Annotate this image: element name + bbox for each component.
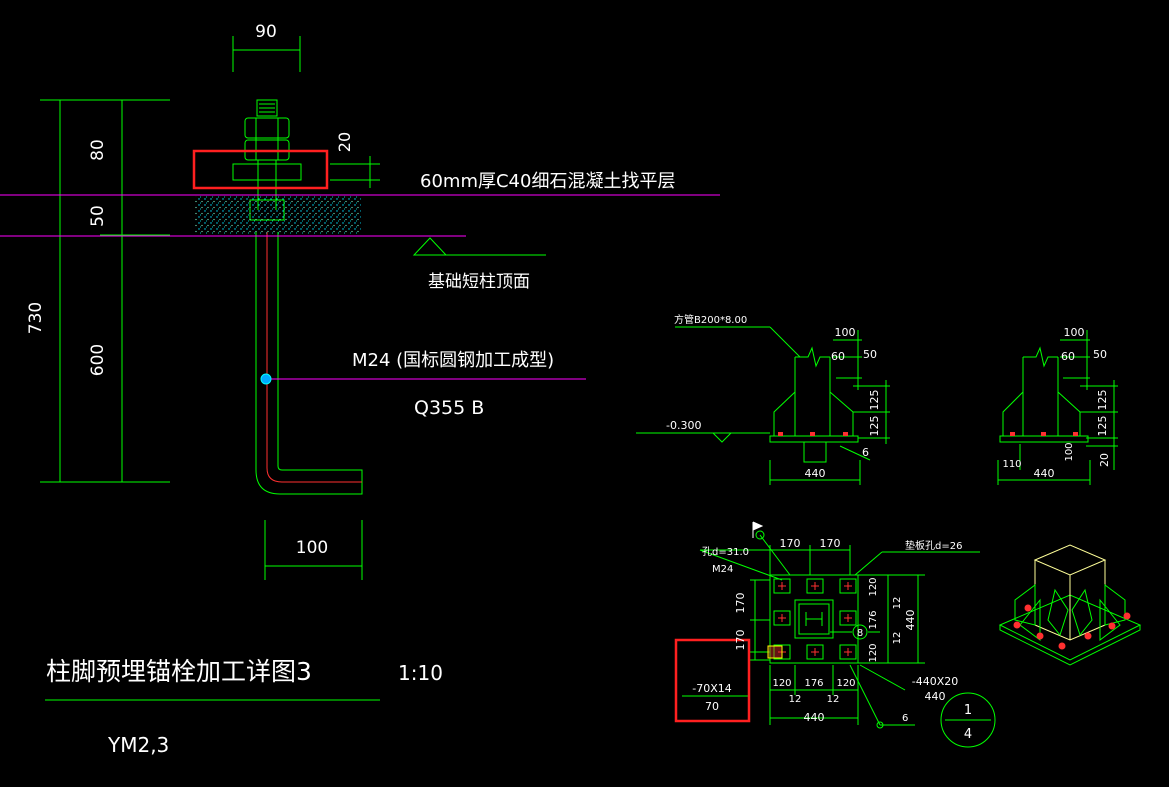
dim-hook-width: 100 (296, 538, 328, 558)
anchor-nuts-a (778, 432, 848, 436)
plan-right-12b: 12 (892, 632, 903, 645)
plan-plate: -440X20 (912, 675, 959, 688)
plan-right-440: 440 (904, 610, 917, 631)
elev-a-dim-50: 50 (863, 348, 877, 361)
plan-bot-12a: 12 (789, 694, 802, 705)
plan-right-176: 176 (868, 610, 879, 629)
plan-bot-120a: 120 (772, 678, 791, 689)
elev-b-dim-60: 60 (1061, 350, 1075, 363)
drawing-title: 柱脚预埋锚栓加工详图3 (46, 657, 312, 686)
plan-right-12a: 12 (892, 597, 903, 610)
drawing-scale: 1:10 (398, 661, 443, 685)
plan-bot-440: 440 (804, 711, 825, 724)
dim-seg-top: 80 (88, 139, 108, 161)
dim-gap-right: 20 (335, 132, 354, 152)
section-number-bottom: 4 (964, 727, 972, 742)
dim-seg-bottom: 600 (88, 344, 108, 376)
plan-right-120a: 120 (868, 577, 879, 596)
plan-stiffener: -70X14 (692, 682, 732, 695)
column-base-elevation-a (636, 326, 890, 485)
plan-bot-120b: 120 (836, 678, 855, 689)
plan-left-170b: 170 (734, 630, 747, 651)
plan-plate-width: 440 (925, 690, 946, 703)
bolt-marker-icon (260, 373, 272, 385)
grout-layer-fill (195, 196, 361, 234)
plan-bot-176: 176 (804, 678, 823, 689)
label-steel-grade: Q355 B (414, 397, 484, 419)
column-base-3d-view (998, 544, 1142, 666)
plan-top-170b: 170 (820, 537, 841, 550)
elev-b-dim-110: 110 (1002, 459, 1021, 470)
base-plate-plan (682, 530, 996, 748)
elev-a-dim-125b: 125 (868, 416, 881, 437)
elev-a-weld: 6 (862, 446, 869, 459)
elev-a-width: 440 (805, 467, 826, 480)
label-bolt-spec: M24 (国标圆钢加工成型) (352, 350, 554, 371)
elev-b-dim-100v: 100 (1064, 442, 1075, 461)
elev-b-dim-125a: 125 (1096, 390, 1109, 411)
plan-left-170a: 170 (734, 593, 747, 614)
elev-a-dim-60: 60 (831, 350, 845, 363)
highlight-box-washer (192, 149, 329, 190)
dim-top-width: 90 (255, 22, 277, 42)
section-number-top: 1 (964, 703, 972, 718)
plan-weld-8: 8 (857, 628, 863, 639)
plan-hole-label: 孔d=31.0 (702, 546, 749, 558)
plan-weld-6: 6 (902, 713, 908, 724)
elev-b-dim-50: 50 (1093, 348, 1107, 361)
plan-bot-12b: 12 (827, 694, 840, 705)
plan-right-120b: 120 (868, 643, 879, 662)
column-base-elevation-b (997, 330, 1118, 485)
drawing-code: YM2,3 (107, 733, 169, 757)
tube-label: 方管B200*8.00 (674, 313, 747, 326)
label-grout-layer: 60mm厚C40细石混凝土找平层 (420, 171, 675, 192)
dim-total: 730 (26, 302, 46, 334)
anchor-bolt-detail (40, 36, 546, 580)
plan-top-170a: 170 (780, 537, 801, 550)
plan-stiffener-width: 70 (705, 700, 719, 713)
highlight-box-stiffener (674, 638, 751, 723)
label-column-top: 基础短柱顶面 (428, 272, 530, 292)
level-lines (0, 194, 720, 380)
elev-b-dim-20: 20 (1098, 453, 1111, 467)
plan-bolt-crosses (767, 582, 852, 659)
plan-washer-hole: 垫板孔d=26 (905, 539, 962, 552)
elev-a-dim-100: 100 (835, 326, 856, 339)
flag-icon (752, 521, 764, 538)
elev-b-dim-100: 100 (1064, 326, 1085, 339)
anchor-nuts-b (1010, 432, 1078, 436)
elev-a-dim-125a: 125 (868, 390, 881, 411)
elev-b-dim-125b: 125 (1096, 416, 1109, 437)
elev-b-width: 440 (1034, 467, 1055, 480)
level-value: -0.300 (666, 419, 701, 432)
plan-bolt-label: M24 (712, 564, 733, 575)
dim-seg-mid: 50 (88, 205, 108, 227)
